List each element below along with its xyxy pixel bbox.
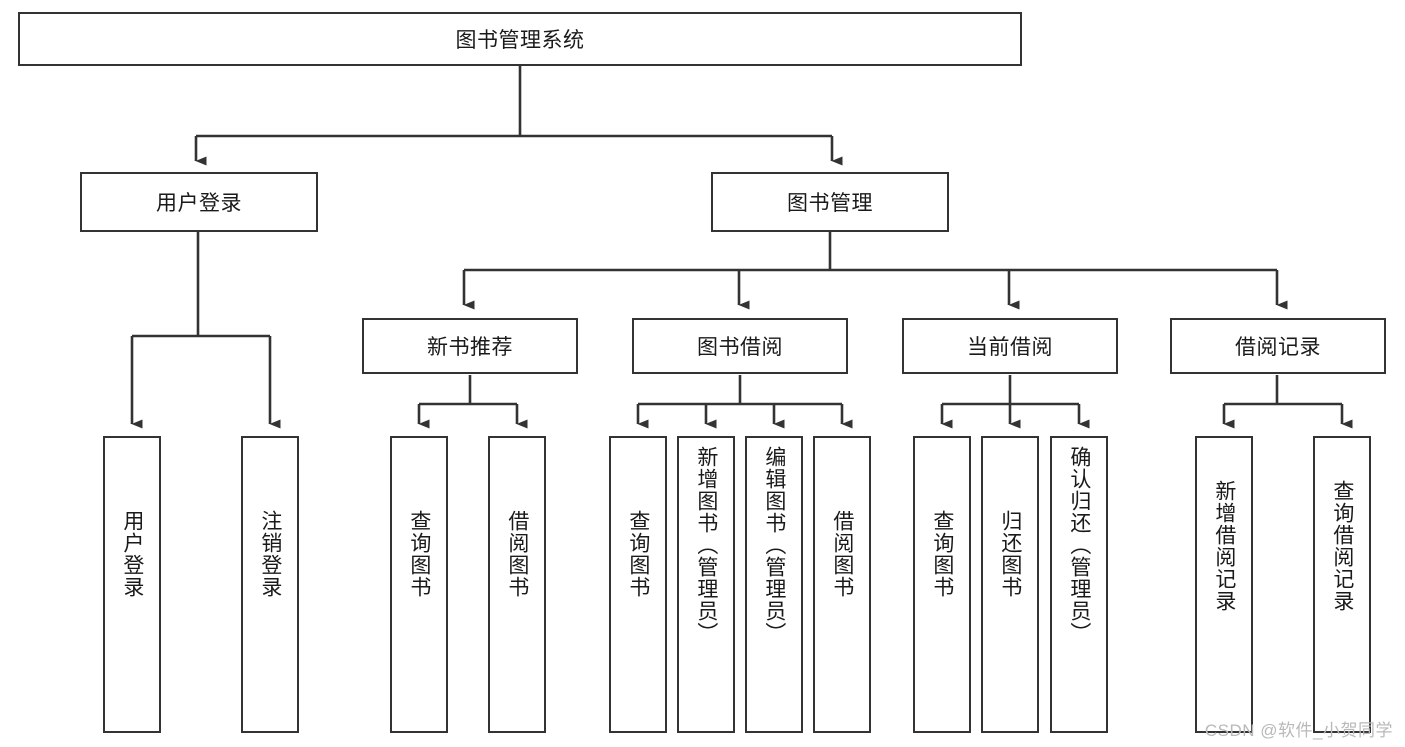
leaf-borrow-book-recommend[interactable]: 借阅图书 [488, 436, 546, 733]
node-label: 借阅图书 [505, 510, 529, 598]
node-label: 编辑图书（管理员） [762, 446, 786, 644]
node-label: 查询图书 [626, 510, 650, 598]
node-label: 图书管理系统 [455, 29, 585, 52]
leaf-user-login[interactable]: 用户登录 [103, 436, 161, 733]
node-label: 用户登录 [156, 192, 242, 215]
leaf-query-book-borrow[interactable]: 查询图书 [609, 436, 667, 733]
node-label: 借阅记录 [1235, 336, 1321, 359]
node-book-borrow[interactable]: 图书借阅 [632, 318, 848, 374]
leaf-query-book-recommend[interactable]: 查询图书 [390, 436, 448, 733]
node-label: 注销登录 [258, 510, 282, 598]
node-label: 查询借阅记录 [1330, 480, 1354, 612]
node-label: 新增图书（管理员） [694, 446, 718, 644]
node-user-login[interactable]: 用户登录 [80, 172, 318, 232]
node-label: 归还图书 [998, 510, 1022, 598]
node-label: 查询图书 [407, 510, 431, 598]
node-new-book-recommend[interactable]: 新书推荐 [362, 318, 578, 374]
node-label: 当前借阅 [967, 336, 1053, 359]
node-label: 用户登录 [120, 510, 144, 598]
node-label: 图书管理 [787, 192, 873, 215]
leaf-logout[interactable]: 注销登录 [241, 436, 299, 733]
node-current-borrow[interactable]: 当前借阅 [902, 318, 1118, 374]
leaf-add-borrow-record[interactable]: 新增借阅记录 [1195, 436, 1253, 733]
node-label: 借阅图书 [830, 510, 854, 598]
node-label: 查询图书 [930, 510, 954, 598]
node-label: 确认归还（管理员） [1067, 446, 1091, 644]
node-label: 新书推荐 [427, 336, 513, 359]
leaf-edit-book-admin[interactable]: 编辑图书（管理员） [745, 436, 803, 733]
leaf-borrow-book[interactable]: 借阅图书 [813, 436, 871, 733]
node-book-management[interactable]: 图书管理 [711, 172, 949, 232]
node-label: 图书借阅 [697, 336, 783, 359]
leaf-query-book-current[interactable]: 查询图书 [913, 436, 971, 733]
node-borrow-records[interactable]: 借阅记录 [1170, 318, 1386, 374]
leaf-confirm-return-admin[interactable]: 确认归还（管理员） [1050, 436, 1108, 733]
node-label: 新增借阅记录 [1212, 480, 1236, 612]
leaf-return-book[interactable]: 归还图书 [981, 436, 1039, 733]
leaf-add-book-admin[interactable]: 新增图书（管理员） [677, 436, 735, 733]
leaf-query-borrow-record[interactable]: 查询借阅记录 [1313, 436, 1371, 733]
node-root-system[interactable]: 图书管理系统 [18, 12, 1022, 66]
